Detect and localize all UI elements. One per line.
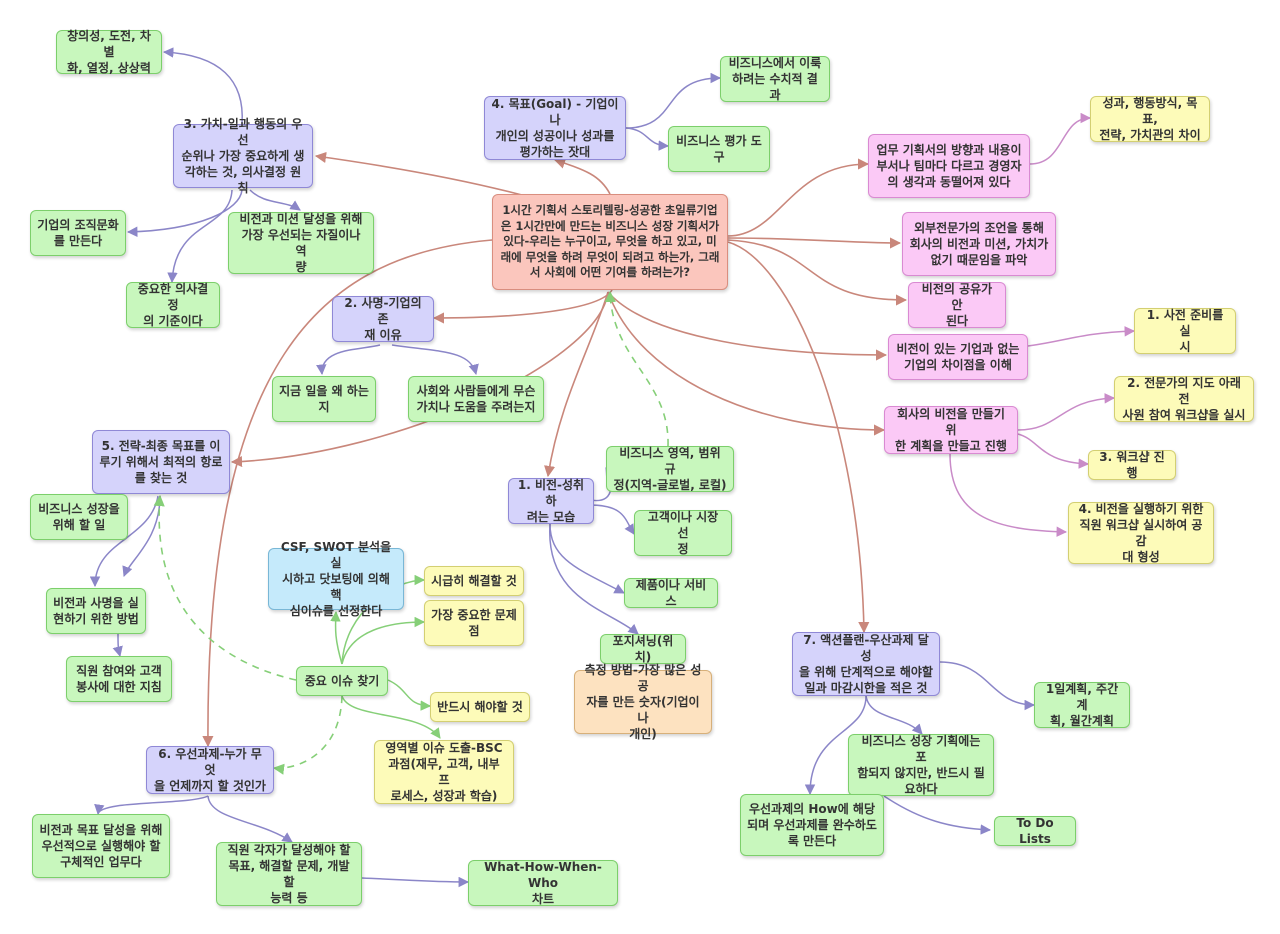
w4-chart-node[interactable]: What-How-When-Who 차트 (468, 860, 618, 906)
csf-swot-node[interactable]: CSF, SWOT 분석을 실 시하고 닷보팅에 의해 핵 심이슈를 선정한다 (268, 540, 404, 618)
vision-diff-node[interactable]: 비전이 있는 기업과 없는 기업의 차이점을 이해 (888, 334, 1028, 380)
action-plan-node[interactable]: 7. 액션플랜-우산과제 달성 을 위해 단계적으로 해야할 일과 마감시한을 … (792, 632, 940, 696)
strategy-node[interactable]: 5. 전략-최종 목표를 이 루기 위해서 최적의 항로 를 찾는 것 (92, 430, 230, 494)
goal-node[interactable]: 4. 목표(Goal) - 기업이나 개인의 성공이나 성과를 평가하는 잣대 (484, 96, 626, 160)
vision-plan-node[interactable]: 회사의 비전을 만들기 위 한 계획을 만들고 진행 (884, 406, 1018, 454)
value-node[interactable]: 3. 가치-일과 행동의 우선 순위나 가장 중요하게 생 각하는 것, 의사결… (173, 117, 313, 195)
positioning-node[interactable]: 포지셔닝(위치) (600, 634, 686, 664)
central-topic-node[interactable]: 1시간 기획서 스토리텔링-성공한 초일류기업 은 1시간만에 만드는 비즈니스… (492, 194, 728, 290)
eval-tool-node[interactable]: 비즈니스 평가 도 구 (668, 126, 770, 172)
urgent-node[interactable]: 시급히 해결할 것 (424, 566, 524, 596)
vision-goal-task-node[interactable]: 비전과 목표 달성을 위해 우선적으로 실행해야 할 구체적인 업무다 (32, 814, 170, 878)
customer-node[interactable]: 고객이나 시장 선 정 (634, 510, 732, 556)
vision-mission-quality-node[interactable]: 비전과 미션 달성을 위해 가장 우선되는 자질이나 역 량 (228, 212, 374, 274)
most-important-node[interactable]: 가장 중요한 문제 점 (424, 600, 524, 646)
guideline-node[interactable]: 직원 참여와 고객 봉사에 대한 지침 (66, 656, 172, 702)
staff-workshop-node[interactable]: 4. 비전을 실행하기 위한 직원 워크샵 실시하여 공감 대 형성 (1068, 502, 1214, 564)
workshop-node[interactable]: 3. 워크샵 진행 (1088, 450, 1176, 480)
decision-criteria-node[interactable]: 중요한 의사결정 의 기준이다 (126, 282, 220, 328)
daily-plan-node[interactable]: 1일계획, 주간계 획, 월간계획 (1034, 682, 1130, 728)
priority-node[interactable]: 6. 우선과제-누가 무엇 을 언제까지 할 것인가 (146, 746, 274, 794)
biz-scope-node[interactable]: 비즈니스 영역, 범위 규 정(지역-글로벌, 로컬) (606, 446, 734, 492)
numeric-result-node[interactable]: 비즈니스에서 이룩 하려는 수치적 결과 (720, 56, 830, 102)
vision-node[interactable]: 1. 비전-성취하 려는 모습 (508, 478, 594, 524)
society-value-node[interactable]: 사회와 사람들에게 무슨 가치나 도움을 주려는지 (408, 376, 544, 422)
growth-plan-note-node[interactable]: 비즈니스 성장 기획에는 포 함되지 않지만, 반드시 필 요하다 (848, 734, 994, 796)
plan-direction-node[interactable]: 업무 기획서의 방향과 내용이 부서나 팀마다 다르고 경영자 의 생각과 동떨… (868, 134, 1030, 198)
measure-node[interactable]: 측정 방법-가장 많은 성공 자를 만든 숫자(기업이나 개인) (574, 663, 712, 741)
bsc-node[interactable]: 영역별 이슈 도출-BSC 과점(재무, 고객, 내부 프 로세스, 성장과 학… (374, 740, 514, 804)
org-culture-node[interactable]: 기업의 조직문화 를 만든다 (30, 210, 126, 256)
diff-values-node[interactable]: 성과, 행동방식, 목표, 전략, 가치관의 차이 (1090, 96, 1210, 142)
find-issue-node[interactable]: 중요 이슈 찾기 (296, 666, 388, 696)
external-expert-node[interactable]: 외부전문가의 조언을 통해 회사의 비전과 미션, 가치가 없기 때문임을 파악 (902, 212, 1056, 276)
todo-lists-node[interactable]: To Do Lists (994, 816, 1076, 846)
creativity-node[interactable]: 창의성, 도전, 차별 화, 열정, 상상력 (56, 29, 162, 75)
prep-node[interactable]: 1. 사전 준비를 실 시 (1134, 308, 1236, 354)
staff-goals-node[interactable]: 직원 각자가 달성해야 할 목표, 해결할 문제, 개발할 능력 등 (216, 842, 362, 906)
product-node[interactable]: 제품이나 서비스 (624, 578, 718, 608)
vm-method-node[interactable]: 비전과 사명을 실 현하기 위한 방법 (46, 588, 146, 634)
no-vision-share-node[interactable]: 비전의 공유가 안 된다 (908, 282, 1006, 328)
must-do-node[interactable]: 반드시 해야할 것 (430, 692, 530, 722)
how-complete-node[interactable]: 우선과제의 How에 해당 되며 우선과제를 완수하도 록 만든다 (740, 794, 884, 856)
growth-todo-node[interactable]: 비즈니스 성장을 위해 할 일 (30, 494, 128, 540)
why-work-node[interactable]: 지금 일을 왜 하는 지 (272, 376, 376, 422)
mission-node[interactable]: 2. 사명-기업의 존 재 이유 (332, 296, 434, 342)
expert-workshop-node[interactable]: 2. 전문가의 지도 아래 전 사원 참여 워크샵을 실시 (1114, 376, 1254, 422)
